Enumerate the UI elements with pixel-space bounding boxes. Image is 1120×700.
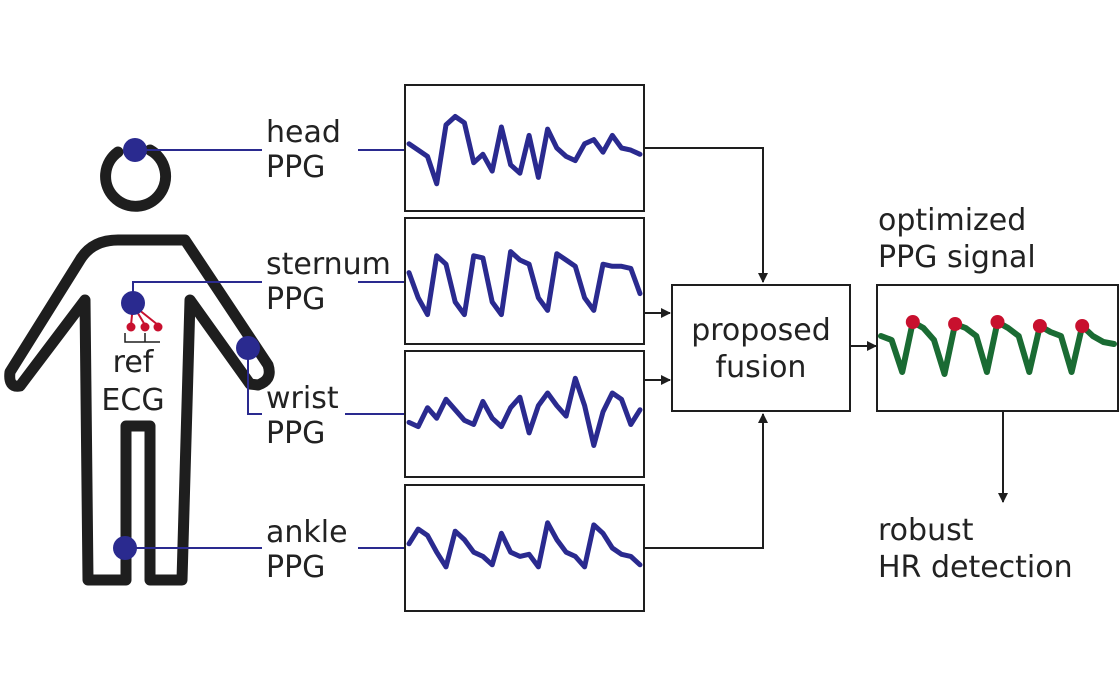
ecg-electrode <box>126 322 136 332</box>
wrist-label-1: wrist <box>266 381 339 416</box>
sensor-leads <box>125 149 406 549</box>
head-outline <box>100 144 172 212</box>
detected-peaks <box>905 315 1090 333</box>
flow-arrows <box>644 147 1008 549</box>
detected-peak-marker <box>1032 319 1047 333</box>
ankle-to-fusion-arrow <box>644 413 768 549</box>
sternum-ppg-waveform <box>406 249 643 318</box>
sternum-label-1: sternum <box>266 247 391 282</box>
output-waveform-box <box>876 284 1119 412</box>
head-ppg-waveform <box>406 114 643 187</box>
wrist-label-2: PPG <box>266 416 325 451</box>
fusion-label-2: fusion <box>716 350 807 385</box>
head-to-fusion-arrow <box>644 147 768 283</box>
ecg-bracket <box>124 333 160 343</box>
head-label-2: PPG <box>266 150 325 185</box>
detected-peak-marker <box>948 317 963 331</box>
ankle-waveform-box <box>404 484 645 612</box>
ankle-label-2: PPG <box>266 550 325 585</box>
ecg-electrode <box>153 322 163 332</box>
ref-ecg-label-2: ECG <box>101 383 164 418</box>
ankle-label-1: ankle <box>266 515 348 550</box>
head-sensor-dot <box>123 138 147 162</box>
wrist-sensor-dot <box>236 336 260 360</box>
ankle-ppg-waveform <box>406 520 643 570</box>
head-label-1: head <box>266 115 341 150</box>
fusion-box <box>671 284 851 412</box>
sternum-label-2: PPG <box>266 282 325 317</box>
fusion-label-1: proposed <box>691 313 831 348</box>
result-label-2: HR detection <box>878 550 1073 585</box>
sensor-dots <box>113 138 260 560</box>
ankle-sensor-dot <box>113 536 137 560</box>
detected-peak-marker <box>990 315 1005 329</box>
output-title-1: optimized <box>878 203 1026 238</box>
waveforms <box>406 114 643 570</box>
wrist-lead <box>247 348 406 415</box>
detected-peak-marker <box>1075 319 1090 333</box>
ecg-electrode <box>140 322 150 332</box>
sternum-waveform-box <box>404 217 645 345</box>
sternum-sensor-dot <box>121 291 145 315</box>
detected-peak-marker <box>905 315 920 329</box>
ref-ecg-label-1: ref <box>113 345 155 380</box>
output-title-2: PPG signal <box>878 240 1036 275</box>
human-figure <box>4 144 275 586</box>
wrist-ppg-waveform <box>406 375 643 448</box>
body-outline <box>4 234 275 586</box>
result-label-1: robust <box>878 513 974 548</box>
